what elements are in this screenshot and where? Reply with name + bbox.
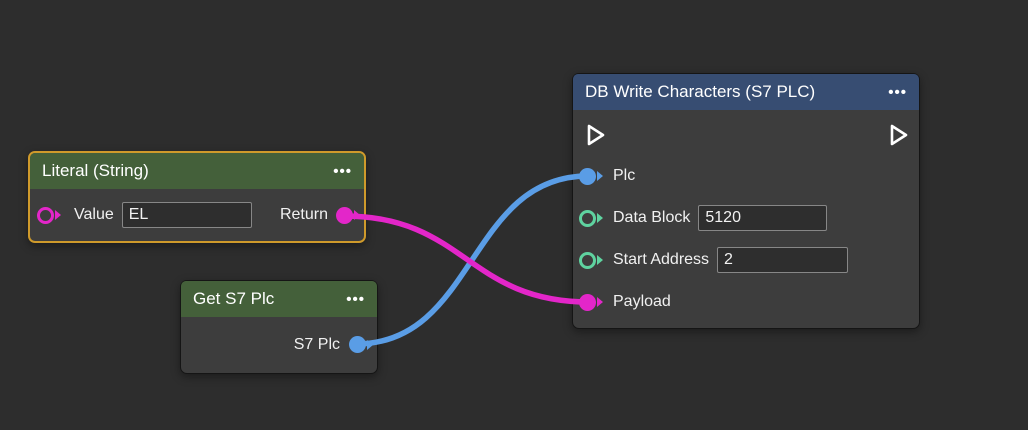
flow-in-triangle-icon [587, 124, 605, 146]
port-arrow-icon [597, 255, 603, 265]
payload-row: Payload [579, 287, 909, 317]
port-value-input[interactable] [37, 206, 61, 224]
start-address-label: Start Address [613, 251, 710, 268]
data-block-row: Data Block [579, 203, 909, 233]
port-arrow-icon [597, 171, 603, 181]
port-circle-icon [579, 167, 596, 185]
value-input[interactable] [121, 202, 252, 228]
flow-in-port[interactable] [585, 123, 606, 147]
data-block-input[interactable] [698, 205, 828, 231]
start-address-input[interactable] [717, 247, 849, 273]
port-arrow-icon [354, 210, 360, 220]
port-s7-plc-output[interactable] [349, 336, 373, 353]
node-get-menu-icon[interactable]: ••• [346, 290, 365, 308]
flow-out-port[interactable] [888, 123, 909, 147]
plc-label: Plc [613, 167, 636, 184]
port-circle-icon [37, 206, 54, 224]
node-get-title: Get S7 Plc [193, 289, 275, 308]
port-arrow-icon [597, 297, 603, 307]
wire-return-to-payload[interactable] [341, 213, 592, 305]
port-circle-icon [579, 293, 596, 311]
port-start-address-input[interactable] [579, 251, 603, 269]
value-label: Value [74, 206, 114, 223]
port-circle-icon [336, 206, 353, 224]
node-db-body: Plc Data Block Start Address [573, 110, 919, 329]
return-label: Return [279, 206, 328, 223]
port-circle-icon [579, 251, 596, 269]
node-literal-menu-icon[interactable]: ••• [333, 162, 352, 180]
port-plc-input[interactable] [579, 167, 603, 185]
node-literal-string[interactable]: Literal (String) ••• Value Return [28, 151, 366, 243]
node-db-menu-icon[interactable]: ••• [888, 83, 907, 101]
flow-out-triangle-icon [890, 124, 908, 146]
node-db-write-characters[interactable]: DB Write Characters (S7 PLC) ••• [572, 73, 920, 329]
start-address-row: Start Address [579, 245, 909, 275]
s7-plc-output-label: S7 Plc [293, 335, 340, 353]
node-get-header[interactable]: Get S7 Plc ••• [181, 281, 377, 317]
node-db-title: DB Write Characters (S7 PLC) [585, 82, 816, 101]
data-block-label: Data Block [613, 209, 691, 226]
port-arrow-icon [597, 213, 603, 223]
port-arrow-icon [55, 210, 61, 220]
port-data-block-input[interactable] [579, 209, 603, 227]
wire-s7plc-to-plc[interactable] [353, 173, 591, 347]
node-literal-header[interactable]: Literal (String) ••• [30, 153, 364, 189]
port-circle-icon [349, 336, 366, 353]
node-get-s7-plc[interactable]: Get S7 Plc ••• S7 Plc [180, 280, 378, 374]
node-db-header[interactable]: DB Write Characters (S7 PLC) ••• [573, 74, 919, 110]
port-arrow-icon [367, 339, 373, 350]
node-literal-title: Literal (String) [42, 161, 149, 180]
node-get-body: S7 Plc [181, 317, 377, 372]
payload-label: Payload [613, 293, 671, 310]
plc-row: Plc [579, 161, 909, 191]
port-payload-input[interactable] [579, 293, 603, 311]
node-literal-body: Value Return [30, 189, 364, 241]
port-return-output[interactable] [336, 206, 360, 224]
port-circle-icon [579, 209, 596, 227]
flow-ports-row [579, 123, 909, 147]
